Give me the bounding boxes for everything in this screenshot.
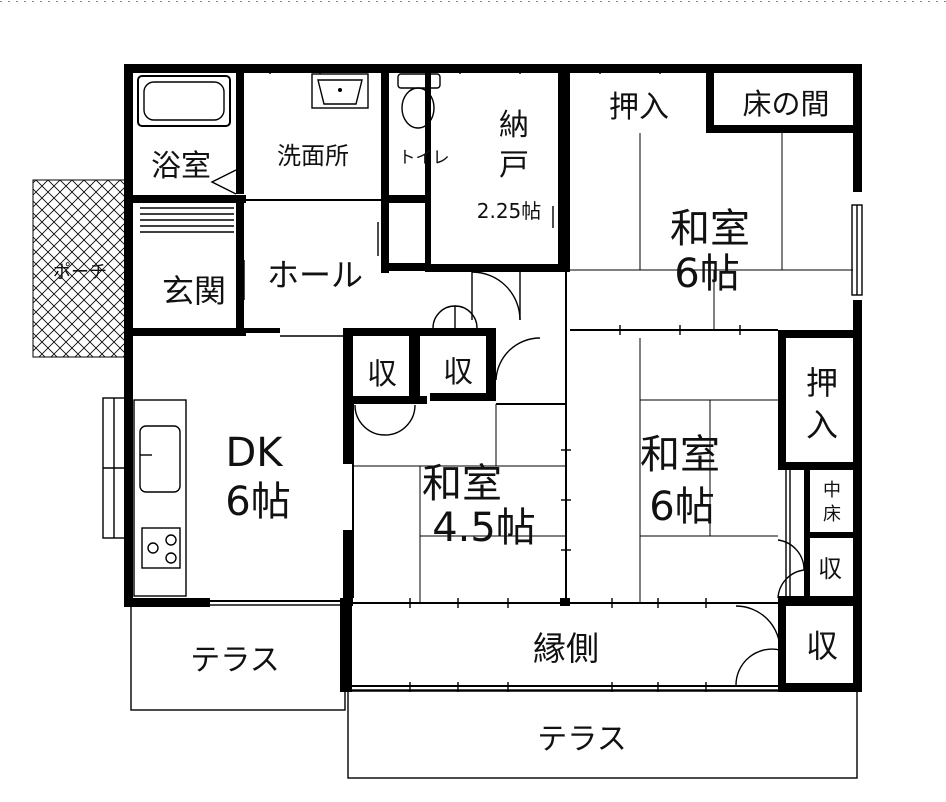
washroom-label: 洗面所: [277, 142, 349, 170]
washitsu-e-size: 6帖: [649, 484, 714, 530]
shu-label-3: 収: [818, 555, 842, 583]
porch-area: [32, 179, 126, 358]
door-swings: [243, 260, 805, 687]
tatami-lines: [353, 133, 853, 603]
tokonoma-label: 床の間: [742, 87, 829, 121]
oshiire-top-label: 押入: [609, 90, 669, 125]
shu-label-4: 収: [806, 627, 838, 665]
dk-size: 6帖: [225, 479, 290, 525]
nando-size-label: 2.25帖: [477, 199, 542, 223]
interior-walls: [124, 64, 862, 692]
nando-label-1: 納: [499, 108, 529, 143]
bathtub-fixture: [137, 75, 237, 195]
terrace-bottom-label: テラス: [537, 722, 626, 757]
washitsu-ne-name: 和室: [670, 206, 750, 252]
toilet-fixture: [397, 73, 441, 129]
genkan-label: 玄関: [162, 272, 226, 310]
washitsu-c-size: 4.5帖: [432, 505, 536, 551]
room-labels: 浴室 洗面所 トイレ 納 戸 2.25帖 押入 床の間 和室 6帖 ポーチ 玄関…: [53, 87, 842, 757]
terrace-left-label: テラス: [190, 643, 279, 678]
terrace-bottom-area: [347, 689, 858, 779]
washitsu-e-name: 和室: [640, 432, 720, 478]
engawa-label: 縁側: [533, 629, 599, 668]
shu-label-2: 収: [443, 355, 473, 390]
hall-label: ホール: [267, 256, 363, 294]
toilet-label: トイレ: [399, 148, 450, 168]
door-ticks: [269, 64, 741, 692]
nando-label-2: 戸: [499, 148, 529, 183]
washbasin-fixture: [311, 73, 369, 109]
washitsu-c-name: 和室: [422, 461, 502, 507]
chudoko-label-2: 床: [823, 504, 841, 525]
chudoko-label-1: 中: [823, 480, 841, 501]
kitchen-counter: [133, 399, 187, 597]
shu-label-1: 収: [367, 357, 397, 392]
porch-label: ポーチ: [53, 262, 107, 283]
oshiire-right-label-1: 押: [806, 364, 838, 402]
dk-name: DK: [225, 430, 284, 476]
genkan-step: [140, 207, 234, 233]
thin-lines: [102, 199, 863, 692]
oshiire-right-label-2: 入: [806, 406, 838, 444]
bath-label: 浴室: [151, 149, 211, 184]
washitsu-ne-size: 6帖: [674, 251, 739, 297]
